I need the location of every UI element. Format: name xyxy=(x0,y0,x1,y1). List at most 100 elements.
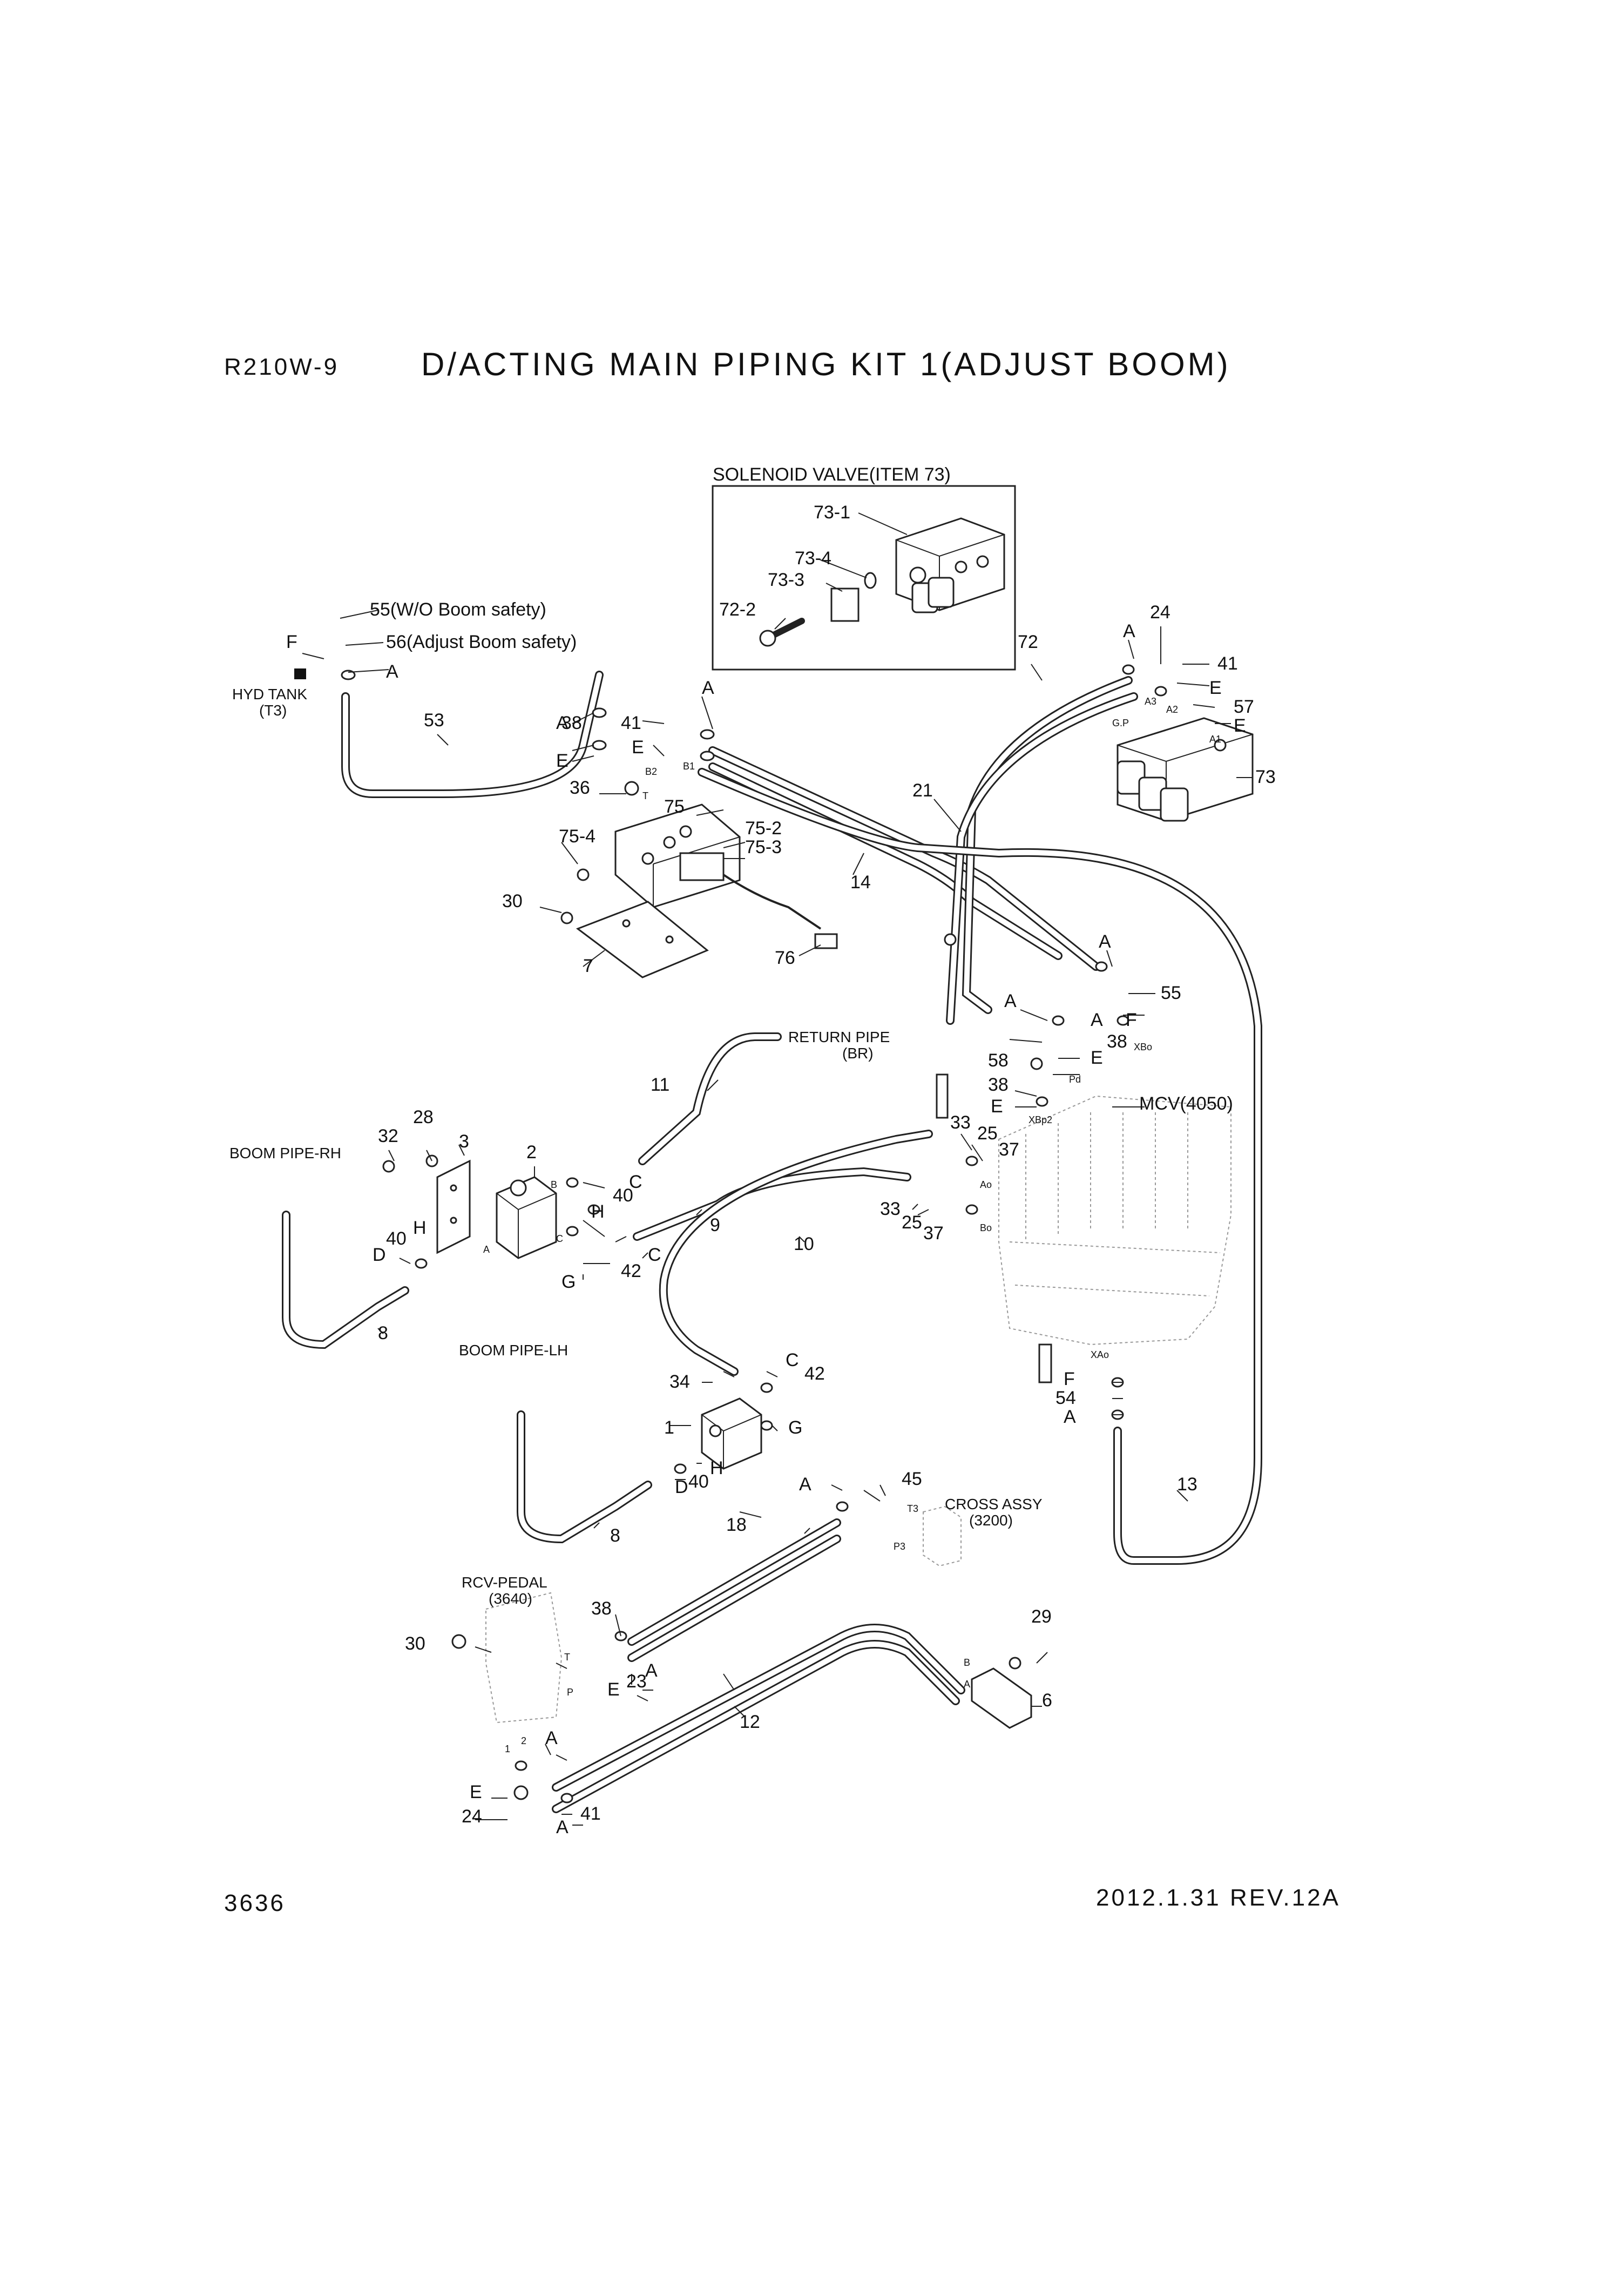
port-Pd: Pd xyxy=(1069,1074,1081,1085)
letter-A: A xyxy=(645,1660,658,1681)
hyd-tank-label: HYD TANK xyxy=(232,686,307,702)
label-30b: 30 xyxy=(405,1633,425,1654)
label-41a: 41 xyxy=(621,713,641,733)
label-14: 14 xyxy=(850,872,871,893)
letter-H: H xyxy=(413,1218,427,1238)
label-2: 2 xyxy=(526,1142,537,1163)
plate-7 xyxy=(576,901,709,978)
bolt-inset xyxy=(759,618,805,647)
label-33b: 33 xyxy=(880,1199,901,1219)
label-72: 72 xyxy=(1018,632,1038,652)
wire-76 xyxy=(722,874,838,949)
label-38d: 38 xyxy=(591,1598,612,1619)
callout-labels: 55(W/O Boom safety) 56(Adjust Boom safet… xyxy=(229,599,1233,1607)
port-T3: T3 xyxy=(907,1503,918,1514)
port-Bo: Bo xyxy=(980,1222,992,1233)
label-12: 12 xyxy=(740,1712,760,1732)
port-T: T xyxy=(564,1652,570,1663)
letter-A: A xyxy=(386,661,398,682)
port-GP: G.P xyxy=(1112,718,1129,728)
label-28: 28 xyxy=(413,1107,434,1127)
block-1 xyxy=(701,1397,762,1470)
o-ring-inset xyxy=(864,572,877,589)
letter-A: A xyxy=(556,713,569,733)
label-37b: 37 xyxy=(923,1223,944,1244)
solenoid-valve-body-inset xyxy=(895,517,1005,613)
label-37a: 37 xyxy=(999,1139,1019,1160)
port-A3: A3 xyxy=(1145,696,1156,707)
port-B-2: B xyxy=(551,1179,557,1190)
tank-marker xyxy=(294,668,306,679)
cross-assy-label: CROSS ASSY xyxy=(945,1496,1043,1512)
label-8b: 8 xyxy=(610,1525,620,1546)
label-45: 45 xyxy=(902,1469,922,1489)
letter-H: H xyxy=(710,1458,723,1478)
cross-assy-block xyxy=(923,1505,962,1567)
label-73-1: 73-1 xyxy=(814,502,850,523)
label-23: 23 xyxy=(626,1671,647,1692)
mcv-label: MCV(4050) xyxy=(1139,1093,1233,1114)
label-1: 1 xyxy=(664,1417,674,1438)
label-41c: 41 xyxy=(580,1803,601,1824)
label-38c: 38 xyxy=(988,1075,1009,1095)
label-21: 21 xyxy=(912,780,933,801)
label-7: 7 xyxy=(583,956,593,976)
letter-C: C xyxy=(786,1350,799,1370)
port-XAo: XAo xyxy=(1091,1349,1109,1360)
label-73-4: 73-4 xyxy=(795,548,831,569)
letter-A: A xyxy=(1123,621,1135,641)
letter-C: C xyxy=(629,1172,642,1192)
label-72-2: 72-2 xyxy=(719,599,756,620)
mcv-block xyxy=(998,1095,1231,1346)
letter-E: E xyxy=(1234,715,1246,736)
label-24a: 24 xyxy=(1150,602,1170,623)
port-XBo: XBo xyxy=(1134,1042,1152,1052)
label-40a: 40 xyxy=(613,1185,633,1206)
letter-E: E xyxy=(470,1782,482,1802)
label-9: 9 xyxy=(710,1215,720,1235)
cross-assy-code: (3200) xyxy=(969,1512,1013,1529)
port-P3: P3 xyxy=(894,1541,905,1552)
block-75 xyxy=(614,803,741,908)
letter-F: F xyxy=(1064,1369,1075,1389)
label-38a: 38 xyxy=(561,713,582,733)
letter-E: E xyxy=(991,1096,1003,1117)
letter-C: C xyxy=(648,1245,661,1265)
page-title: D/ACTING MAIN PIPING KIT 1(ADJUST BOOM) xyxy=(421,346,1231,382)
label-33a: 33 xyxy=(950,1112,971,1133)
label-75-3: 75-3 xyxy=(745,837,782,857)
label-10: 10 xyxy=(794,1234,814,1254)
label-40c: 40 xyxy=(688,1471,709,1492)
label-40b: 40 xyxy=(386,1228,407,1249)
letter-A: A xyxy=(702,678,714,698)
label-76: 76 xyxy=(775,948,795,968)
letter-A: A xyxy=(799,1474,811,1495)
letter-E: E xyxy=(556,751,569,771)
letter-G: G xyxy=(788,1417,802,1438)
label-3: 3 xyxy=(459,1131,469,1152)
letter-E: E xyxy=(1209,678,1222,698)
port-XBp2: XBp2 xyxy=(1028,1114,1052,1125)
label-30a: 30 xyxy=(502,891,523,911)
label-8a: 8 xyxy=(378,1323,388,1343)
letter-A: A xyxy=(556,1817,569,1838)
label-53: 53 xyxy=(424,710,444,731)
letter-H: H xyxy=(591,1201,605,1222)
port-A2: A2 xyxy=(1166,704,1178,715)
label-75: 75 xyxy=(664,796,685,817)
return-pipe-code: (BR) xyxy=(842,1045,874,1062)
plate-3 xyxy=(436,1159,471,1254)
label-38b: 38 xyxy=(1107,1031,1127,1052)
port-Ao: Ao xyxy=(980,1179,992,1190)
label-11: 11 xyxy=(651,1075,669,1095)
label-6: 6 xyxy=(1042,1690,1052,1711)
port-T: T xyxy=(642,791,648,801)
label-55: 55 xyxy=(1161,983,1181,1003)
port-2: 2 xyxy=(521,1735,526,1746)
label-58: 58 xyxy=(988,1050,1009,1071)
label-24b: 24 xyxy=(462,1806,482,1827)
model-code: R210W-9 xyxy=(224,354,340,380)
label-73-3: 73-3 xyxy=(768,570,804,590)
solenoid-valve-inset: SOLENOID VALVE(ITEM 73) 73-1 73-4 73-3 7… xyxy=(712,464,1016,671)
